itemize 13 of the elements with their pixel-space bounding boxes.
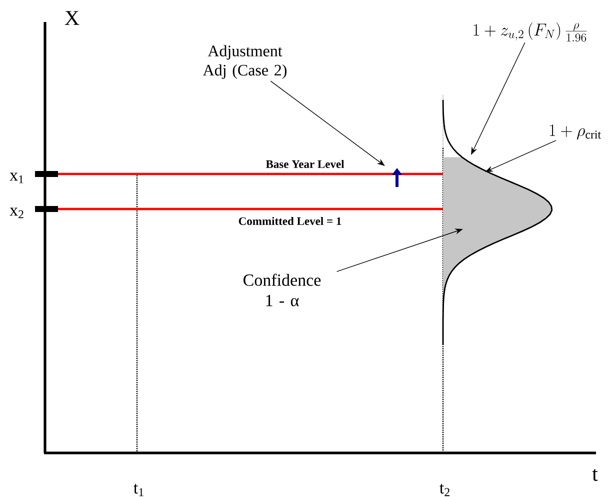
annotation-text: $1+\rho_{\mathrm{crit}}$	[550, 124, 601, 140]
leader-line	[270, 80, 385, 166]
axis-label: X	[64, 11, 80, 25]
annotation-text: $1+z_{u,2}\left(F_N\right)\frac{\rho}{1.96}$	[474, 22, 587, 42]
tick-label: x$_{2}$	[10, 208, 24, 218]
line-label: Base Year Level	[266, 160, 344, 168]
axis-label: t	[592, 468, 598, 481]
line-label: Committed Level = 1	[238, 216, 342, 226]
tick-label: x$_{1}$	[10, 172, 24, 184]
tick-label: t$_{2}$	[440, 484, 450, 496]
tick-label: t$_{1}$	[134, 484, 144, 496]
annotation-text: Confidence 1 - α	[244, 274, 321, 306]
annotation-text: Adjustment Adj (Case 2)	[202, 45, 286, 79]
